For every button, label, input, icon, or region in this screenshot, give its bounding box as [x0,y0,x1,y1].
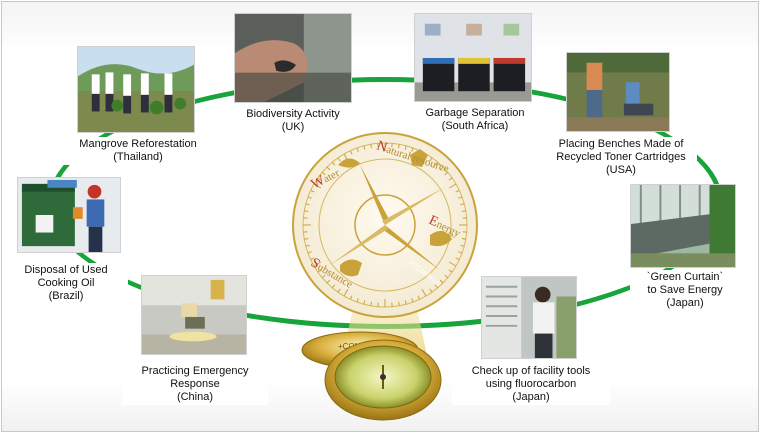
compass-needle [330,165,445,270]
compass-illustration: Water Natural resource Energy Substance … [290,125,480,425]
energy-arm-icon [430,230,452,247]
photo-mangrove-reforestation [77,46,195,133]
tick-ring [303,143,467,307]
caption-place: (UK) [281,121,305,133]
caption-title-line2: to Save Energy [647,284,723,296]
photo-garbage-separation [414,13,532,102]
caption-title: Biodiversity Activity [246,108,340,120]
photo-facility-check [481,276,577,359]
photo-placing-benches [566,52,670,132]
caption-title-line2: Recycled Toner Cartridges [556,151,686,163]
caption-title-line1: Placing Benches Made of [558,138,684,150]
caption-place: (China) [176,391,214,403]
caption-title: Mangrove Reforestation [79,138,197,150]
caption-mangrove: Mangrove Reforestation (Thailand) [62,137,214,165]
photo-green-curtain [630,184,736,268]
caption-green-curtain: `Green Curtain` to Save Energy (Japan) [630,270,740,311]
caption-place: (Brazil) [48,290,84,302]
caption-title-line1: `Green Curtain` [646,271,724,283]
caption-place: (Japan) [666,297,704,309]
substance-hand-icon [340,259,362,277]
caption-benches: Placing Benches Made of Recycled Toner C… [545,137,697,178]
physical-compass: +COMPASS [301,331,442,421]
caption-place: (USA) [606,164,636,176]
photo-cooking-oil [17,177,121,253]
photo-biodiversity-activity [234,13,352,103]
caption-facility: Check up of facility tools using fluoroc… [452,364,610,405]
water-drop-icon [338,158,360,168]
caption-place: (Japan) [512,391,550,403]
caption-biodiversity: Biodiversity Activity (UK) [226,107,360,135]
caption-title-line2: using fluorocarbon [485,378,577,390]
caption-garbage: Garbage Separation (South Africa) [410,106,540,134]
caption-place: (Thailand) [113,151,163,163]
caption-title-line2: Cooking Oil [37,277,95,289]
caption-title-line2: Response [170,378,220,390]
caption-title-line1: Check up of facility tools [471,365,591,377]
caption-title-line1: Practicing Emergency [141,365,249,377]
caption-title: Garbage Separation [425,107,525,119]
caption-emergency: Practicing Emergency Response (China) [122,364,268,405]
caption-cooking-oil: Disposal of Used Cooking Oil (Brazil) [4,263,128,304]
caption-title-line1: Disposal of Used [24,264,108,276]
photo-emergency-response [141,275,247,355]
resource-worker-icon [410,149,428,167]
caption-place: (South Africa) [441,120,509,132]
